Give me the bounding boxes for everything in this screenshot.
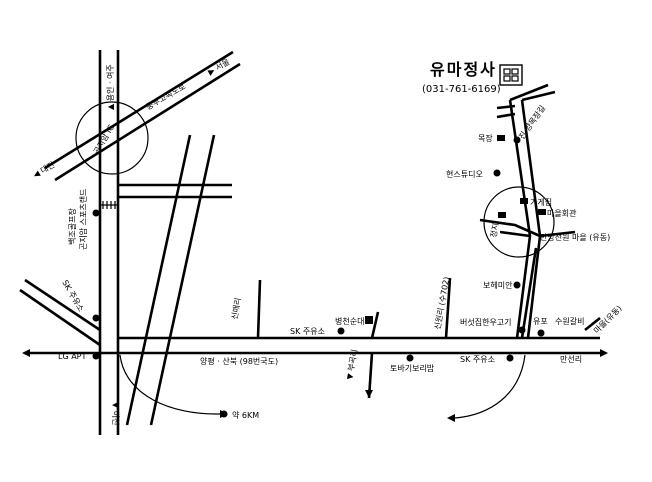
sk-diagonal-road: [19, 278, 101, 347]
label-gonjiam-sports: 곤지암 스포츠랜드: [78, 189, 88, 250]
right-east-branch: [539, 230, 576, 238]
label-yak6km: 약 6KM: [232, 410, 259, 420]
right-north-road: [496, 83, 556, 339]
location-dot-icon: [513, 136, 521, 144]
east-road: [584, 316, 601, 332]
location-dot-icon: [337, 327, 345, 335]
label-jungbu: 중부고속도로: [145, 82, 188, 112]
jeongji-branch2: [499, 230, 531, 238]
label-suwon: 수원갈비: [555, 317, 584, 326]
location-dot-icon: [513, 281, 521, 289]
location-dot-icon: [92, 314, 100, 322]
label-byeongchon: 병천순대: [335, 316, 364, 326]
route-curve-left: [119, 354, 221, 415]
label-bohaemian: 보헤미안: [483, 280, 513, 290]
label-icheon: ▼ 이천: [111, 402, 121, 425]
label-baekjo: 백조골프장: [67, 208, 77, 245]
label-sk-mid: SK 주유소: [290, 327, 325, 336]
left-vertical-road: [98, 50, 120, 435]
sinwon-road: [444, 277, 452, 339]
bugok-upper-road: [370, 311, 380, 339]
label-mansan-maeul: 만방전원 마을 (유동): [540, 232, 610, 242]
phone-number: (031-761-6169): [422, 84, 501, 95]
location-dot-icon: [92, 352, 100, 360]
sinmaeri-road: [256, 279, 262, 339]
label-yeoju: ▲ 용인 · 여주: [105, 64, 115, 110]
target-circle-icon: [483, 186, 555, 258]
building-square-icon: [365, 316, 373, 324]
target-circle-icon: [75, 101, 149, 175]
building-square-icon: [498, 212, 506, 218]
label-beoseot: 버섯집한우고기: [460, 317, 512, 327]
location-dot-icon: [220, 410, 228, 418]
location-dot-icon: [92, 209, 100, 217]
location-dot-icon: [493, 169, 501, 177]
label-gage: 가게집: [530, 197, 552, 207]
label-jinjang: 진 양목장길: [516, 103, 547, 141]
diagonal-roads: [125, 134, 216, 426]
route-curve-right: [454, 354, 526, 419]
label-maeul-hoegwan: 마을회관: [547, 208, 577, 218]
direction-arrow-icon: [447, 414, 455, 422]
label-yangpyeong: 양평 · 산북 (98번국도): [200, 356, 278, 366]
location-dots: [92, 136, 545, 418]
label-sinmaeri: 신매리: [230, 297, 243, 320]
direction-arrow-icon: [22, 349, 30, 357]
label-jeongji: 정지: [488, 222, 500, 238]
label-lg-apt: LG APT: [58, 352, 86, 361]
upper-horizontal-road: [100, 183, 232, 209]
location-dot-icon: [506, 354, 514, 362]
building-square-icon: [520, 198, 528, 204]
label-mansanri: 만선리: [560, 355, 582, 364]
label-sk-top: SK 주유소: [60, 279, 85, 314]
location-dot-icon: [406, 354, 414, 362]
east-branch-lower: [520, 247, 538, 339]
expressway: [44, 50, 241, 182]
building-square-icon: [538, 209, 546, 215]
direction-arrow-icon: [365, 390, 373, 398]
label-hyeonstudio: 현스튜디오: [446, 170, 483, 179]
label-daejeon: ◀ 대전: [31, 159, 56, 179]
location-dot-icon: [518, 326, 526, 334]
direction-arrow-icon: [600, 349, 608, 357]
label-sk-right: SK 주유소: [460, 355, 495, 364]
building-square-icon: [497, 135, 505, 141]
label-toba: 토바기보리밥: [390, 363, 435, 373]
jeongji-branch: [479, 218, 541, 238]
building-squares: [365, 135, 546, 324]
location-dot-icon: [537, 329, 545, 337]
map-title: 유마정사: [430, 60, 497, 79]
label-yupo: 유포: [533, 317, 548, 326]
label-mokjang: 목장: [478, 133, 493, 143]
main-horizontal-road: [30, 336, 600, 355]
logo-mark: [499, 64, 523, 86]
